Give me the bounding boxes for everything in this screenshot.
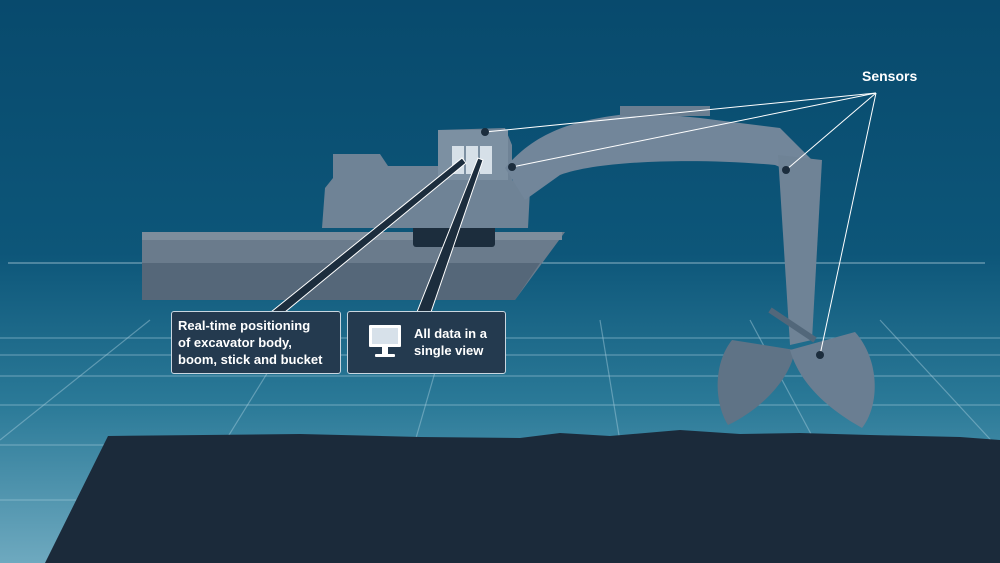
seabed xyxy=(45,430,1000,563)
callout-single-view-line-2: single view xyxy=(414,343,484,358)
sensor-dot-bucket xyxy=(816,351,824,359)
callout-positioning-line-2: of excavator body, xyxy=(178,335,292,350)
callout-single-view: All data in a single view xyxy=(347,311,506,374)
sensor-dot-cab xyxy=(481,128,489,136)
sensor-dot-stick xyxy=(782,166,790,174)
callout-positioning-line-3: boom, stick and bucket xyxy=(178,352,323,367)
callout-single-view-line-1: All data in a xyxy=(414,326,487,341)
sensor-lines xyxy=(484,92,877,356)
bucket-left xyxy=(717,340,795,425)
bucket-right xyxy=(790,332,875,428)
excavator-stick xyxy=(778,155,822,345)
callout-positioning: Real-time positioning of excavator body,… xyxy=(171,311,341,374)
callout-positioning-line-1: Real-time positioning xyxy=(178,318,311,333)
sensors-label: Sensors xyxy=(862,68,918,84)
monitor-icon xyxy=(369,325,401,357)
excavator-boom xyxy=(505,112,820,200)
sensor-dot-boom xyxy=(508,163,516,171)
